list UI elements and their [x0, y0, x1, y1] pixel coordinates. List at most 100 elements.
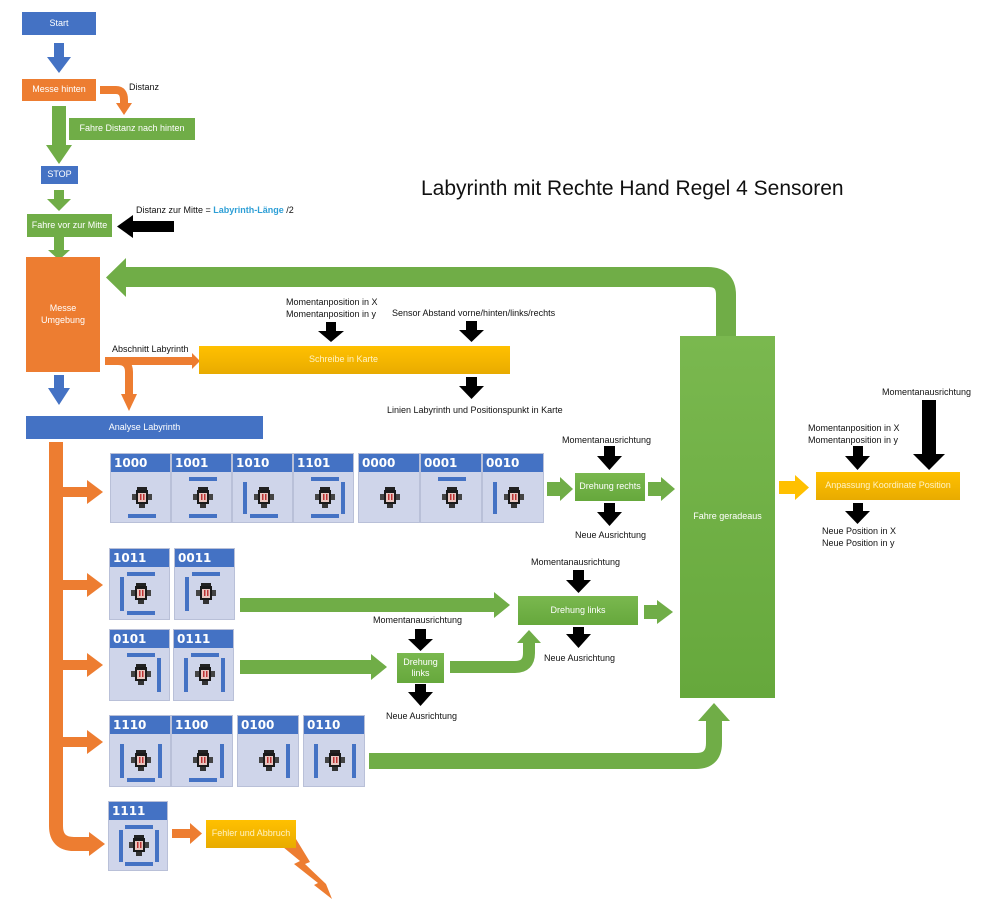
- wall-bottom: [125, 862, 153, 866]
- arrow-loop-back-head: [106, 258, 126, 297]
- sensor-tile-1111: 1111: [108, 801, 168, 871]
- sensor-tile-1010: 1010: [232, 453, 293, 523]
- robot-icon: [442, 487, 462, 508]
- wall-left: [493, 482, 497, 514]
- diagram-title: Labyrinth mit Rechte Hand Regel 4 Sensor…: [421, 177, 844, 200]
- arrow-drehung-rechts-to-neue: [597, 503, 622, 526]
- orange-branch-2: [62, 573, 103, 597]
- schreibe-karte-node[interactable]: Schreibe in Karte: [199, 346, 510, 374]
- sensor-tile-0010: 0010: [482, 453, 544, 523]
- robot-icon: [195, 583, 216, 604]
- arrow-momentanausrichtung-to-anpassung: [913, 400, 945, 470]
- robot-icon: [130, 583, 151, 604]
- arrow-start-to-messe: [47, 43, 71, 73]
- robot-icon: [194, 664, 215, 685]
- sensor-tile-1000: 1000: [110, 453, 171, 523]
- tile-code-label: 0001: [421, 454, 481, 472]
- momentanposition-y-text-2: Momentanposition in y: [808, 434, 899, 445]
- analyse-node[interactable]: Analyse Labyrinth: [26, 416, 263, 439]
- sensor-tile-1100: 1100: [171, 715, 233, 787]
- arrow-drehung-links-to-neue: [566, 627, 591, 648]
- robot-icon: [259, 750, 279, 771]
- arrow-loop-back: [125, 267, 736, 337]
- tile-code-label: 1111: [109, 802, 167, 820]
- labyrinth-laenge-term: Labyrinth-Länge: [213, 205, 284, 215]
- momentanposition-y-text: Momentanposition in y: [286, 308, 377, 319]
- wall-right: [352, 744, 356, 778]
- messe-hinten-node[interactable]: Messe hinten: [22, 79, 96, 101]
- distanz-mitte-suffix: /2: [283, 205, 294, 215]
- fahre-mitte-node[interactable]: Fahre vor zur Mitte: [27, 214, 112, 237]
- neue-position-x-text: Neue Position in X: [822, 526, 897, 536]
- linien-label: Linien Labyrinth und Positionspunkt in K…: [387, 405, 563, 415]
- momentanposition-x-text: Momentanposition in X: [286, 297, 378, 307]
- arrow-drehung-rechts-to-geradeaus: [648, 477, 675, 501]
- fahre-distanz-node[interactable]: Fahre Distanz nach hinten: [69, 118, 195, 140]
- drehung-rechts-node[interactable]: Drehung rechts: [575, 473, 645, 501]
- messe-umgebung-node[interactable]: Messe Umgebung: [26, 257, 100, 372]
- wall-right: [157, 658, 161, 692]
- arrow-sensor-to-karte: [459, 321, 484, 342]
- orange-branch-5-head: [89, 832, 105, 856]
- sensor-abstand-label: Sensor Abstand vorne/hinten/links/rechts: [392, 308, 556, 318]
- wall-left: [184, 658, 188, 692]
- tile-code-label: 0010: [483, 454, 543, 472]
- robot-icon: [129, 835, 149, 856]
- wall-right: [221, 658, 225, 692]
- neue-position-y-text: Neue Position in y: [822, 537, 895, 548]
- arrow-abschnitt: [105, 353, 200, 411]
- tile-code-label: 1110: [110, 716, 170, 734]
- arrow-mitte-to-umgebung: [48, 237, 70, 260]
- robot-icon: [193, 750, 213, 771]
- arrow-drehung-links-small-to-neue: [408, 684, 433, 706]
- arrow-anpassung-to-neue-position: [845, 503, 870, 524]
- arrow-distanz-mitte: [117, 215, 174, 238]
- start-node[interactable]: Start: [22, 12, 96, 35]
- tile-code-label: 1101: [294, 454, 353, 472]
- lightning-bolt-icon: [283, 839, 332, 899]
- drehung-links-small-node[interactable]: Drehung links: [397, 653, 444, 683]
- robot-icon: [130, 664, 151, 685]
- wall-top: [188, 477, 217, 481]
- arrow-distanz: [100, 86, 128, 104]
- tile-code-label: 1000: [111, 454, 170, 472]
- arrow-ausrichtung-to-drehung-links-small: [408, 629, 433, 651]
- wall-top: [125, 825, 153, 829]
- arrow-tiles-to-drehung-rechts: [547, 477, 573, 501]
- sensor-tile-0000: 0000: [358, 453, 420, 523]
- anpassung-node[interactable]: Anpassung Koordinate Position: [816, 472, 960, 500]
- neue-ausrichtung-label-rechts: Neue Ausrichtung: [575, 530, 647, 540]
- tile-code-label: 1010: [233, 454, 292, 472]
- wall-bottom: [188, 514, 217, 518]
- sensor-tile-0110: 0110: [303, 715, 365, 787]
- sensor-tile-0100: 0100: [237, 715, 299, 787]
- fehler-node[interactable]: Fehler und Abbruch: [206, 820, 296, 848]
- arrow-umgebung-to-analyse: [48, 375, 70, 405]
- sensor-tile-0101: 0101: [109, 629, 170, 701]
- wall-right: [286, 744, 290, 778]
- wall-left: [243, 482, 247, 514]
- tile-code-label: 0101: [110, 630, 169, 648]
- fahre-geradeaus-node[interactable]: Fahre geradeaus: [680, 336, 775, 698]
- wall-left: [120, 744, 124, 778]
- wall-right: [155, 830, 159, 862]
- arrow-ausrichtung-to-drehung-links: [566, 570, 591, 593]
- arrow-ausrichtung-to-drehung-rechts: [597, 446, 622, 470]
- wall-bottom: [249, 514, 278, 518]
- orange-branch-1: [62, 480, 103, 504]
- abschnitt-label: Abschnitt Labyrinth: [112, 344, 189, 354]
- neue-ausrichtung-label-links-small: Neue Ausrichtung: [386, 711, 458, 721]
- wall-right: [341, 482, 345, 514]
- drehung-links-node[interactable]: Drehung links: [518, 596, 638, 625]
- wall-bottom: [189, 778, 217, 782]
- arrow-distanz-head: [116, 103, 132, 115]
- arrow-stop-to-mitte: [47, 190, 71, 211]
- orange-branch-3: [62, 653, 103, 677]
- wall-top: [191, 572, 220, 576]
- wall-left: [314, 744, 318, 778]
- stop-node[interactable]: STOP: [41, 166, 78, 184]
- tile-code-label: 0110: [304, 716, 364, 734]
